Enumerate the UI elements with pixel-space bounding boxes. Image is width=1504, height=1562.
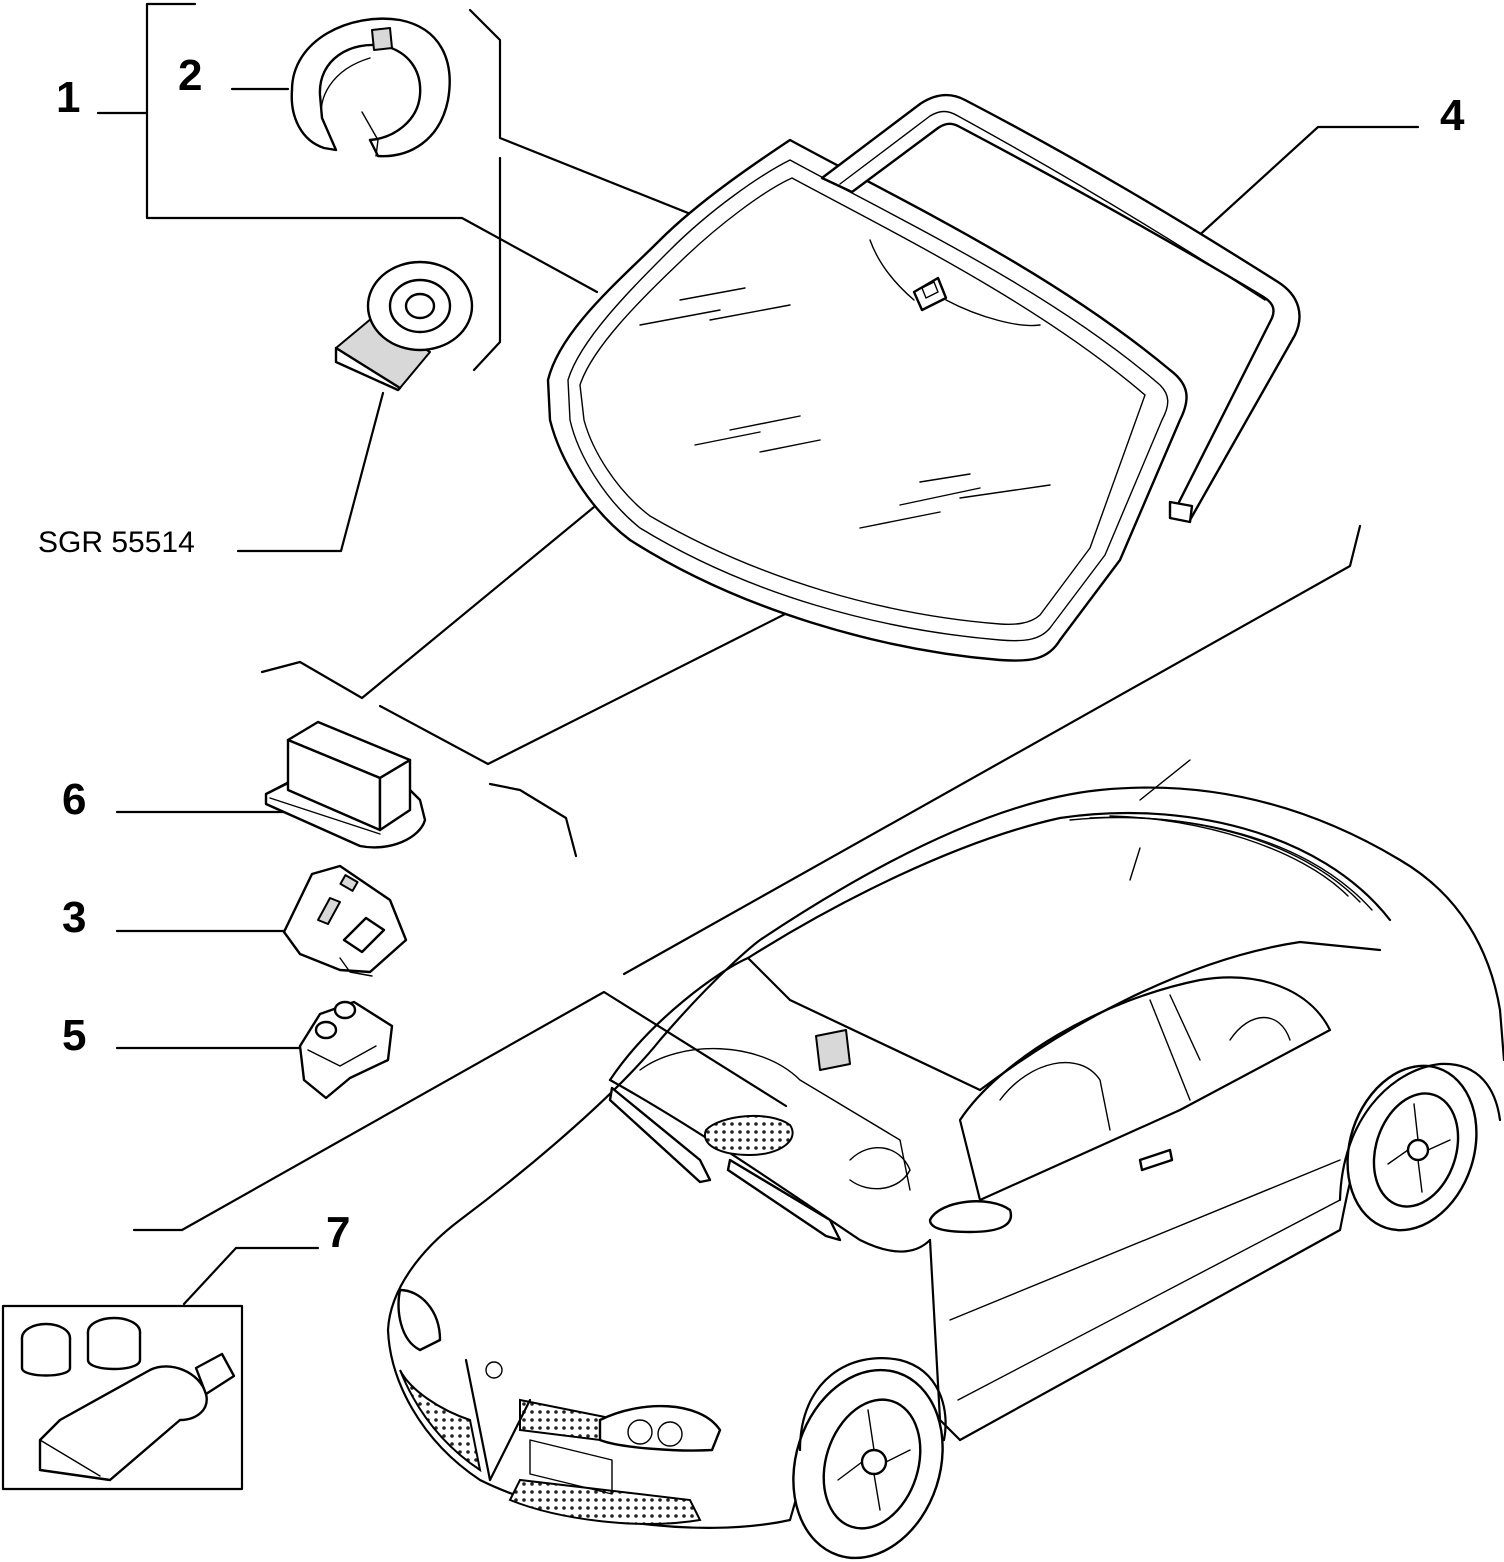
callout-7: 7 xyxy=(326,1208,350,1257)
callout-6: 6 xyxy=(62,775,86,824)
callout-2: 2 xyxy=(178,51,202,100)
rain-sensor xyxy=(334,260,474,392)
rear-wheel xyxy=(1346,1064,1478,1232)
callout-3: 3 xyxy=(62,893,86,942)
connector-part-3 xyxy=(282,864,408,977)
car-illustration xyxy=(386,759,1504,1560)
mirror-bracket-part-6 xyxy=(264,720,427,849)
clip-part-5 xyxy=(298,1000,394,1100)
clip-ring-part-2 xyxy=(290,17,451,158)
front-wheel xyxy=(792,1368,944,1560)
reference-code: SGR 55514 xyxy=(38,526,195,559)
adhesive-kit-part-7 xyxy=(1,1304,244,1491)
windscreen-seal-part-4 xyxy=(820,93,1301,524)
callout-labels: 1 2 4 6 3 5 7 SGR 55514 xyxy=(38,51,1465,1257)
callout-4: 4 xyxy=(1440,91,1465,140)
callout-5: 5 xyxy=(62,1011,86,1060)
callout-1: 1 xyxy=(56,73,80,122)
leader-lines xyxy=(96,2,1420,1306)
windscreen-glass xyxy=(546,138,1188,662)
